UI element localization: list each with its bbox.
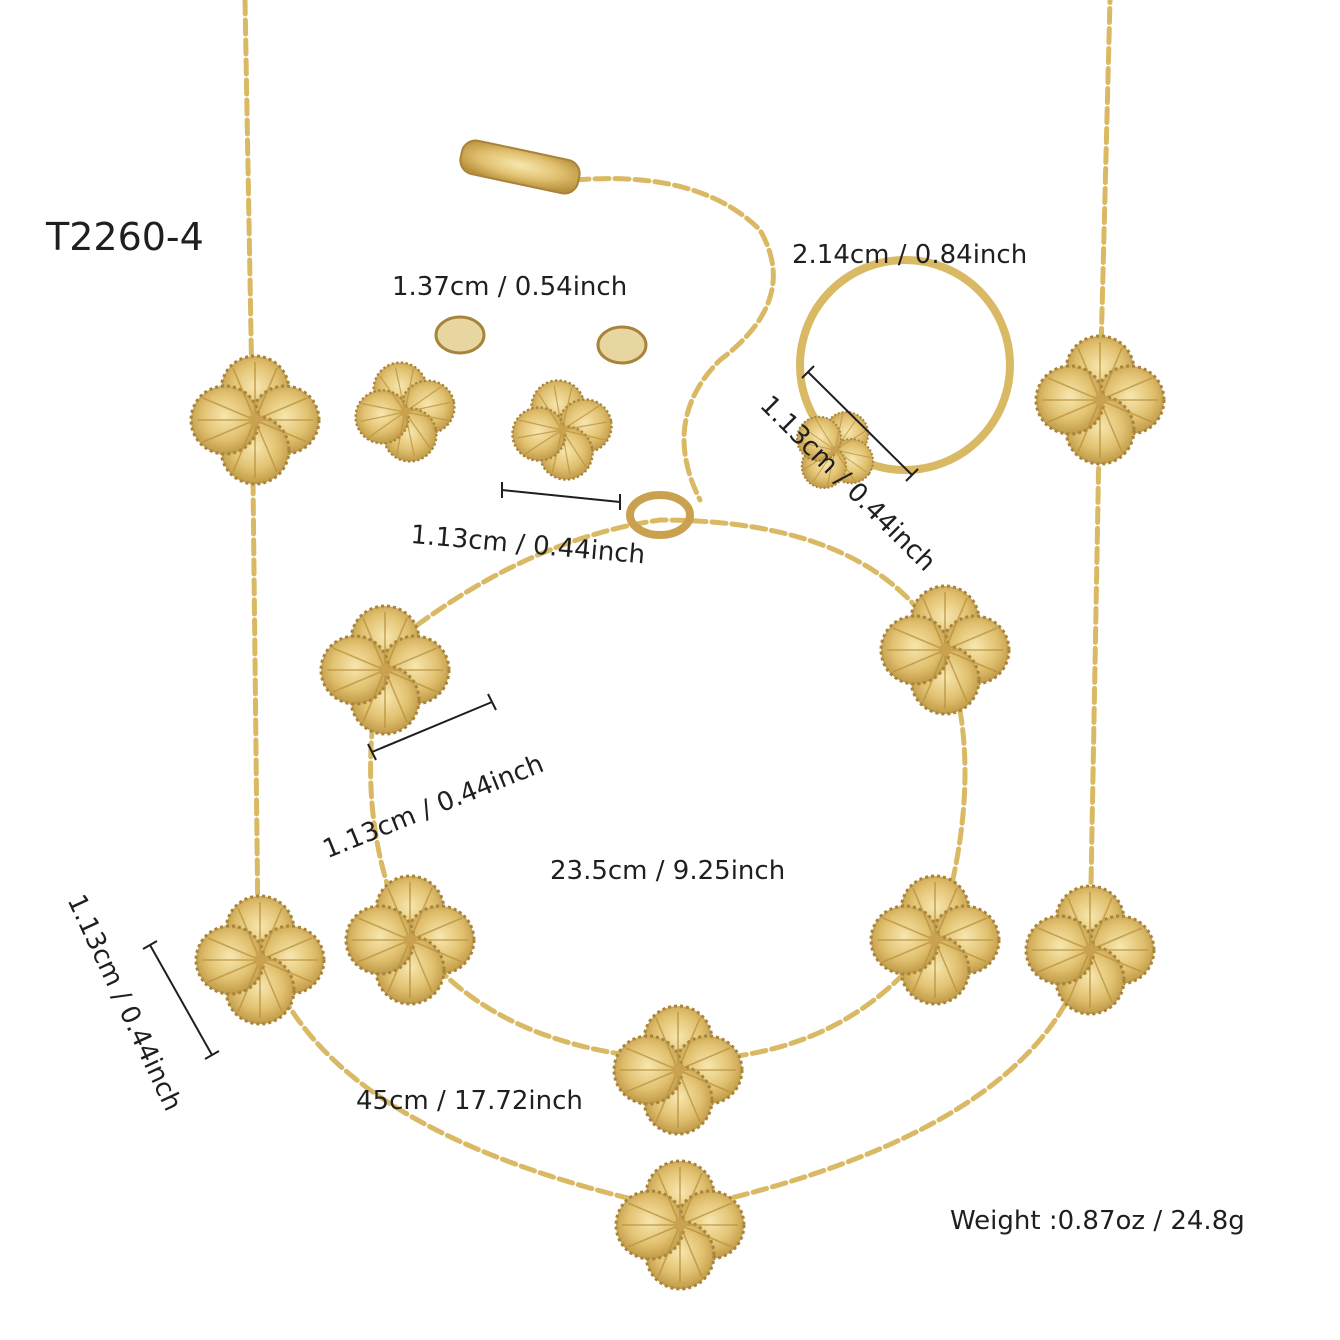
necklace-clover-3 [194, 894, 326, 1026]
necklace-length-label: 45cm / 17.72inch [356, 1086, 583, 1116]
earring-right [502, 370, 622, 490]
earring-left-back [434, 315, 486, 355]
necklace-clover-2 [1034, 334, 1166, 466]
necklace-measure-line [142, 940, 220, 1060]
earring-measure-line [501, 482, 621, 510]
bracelet-clover-2 [879, 584, 1011, 716]
weight-label: Weight :0.87oz / 24.8g [950, 1206, 1245, 1236]
necklace-clover-5 [614, 1159, 746, 1291]
earring-right-back [596, 325, 648, 365]
bracelet-clover-4 [869, 874, 1001, 1006]
bracelet-tag [459, 139, 581, 195]
bracelet-extender [572, 176, 776, 503]
earring-left [344, 351, 466, 473]
bracelet-length-label: 23.5cm / 9.25inch [550, 856, 786, 886]
bracelet-measure-line [367, 693, 497, 761]
bracelet-clover-5 [612, 1004, 744, 1136]
lobster-clasp [626, 491, 694, 539]
necklace-clover-4 [1024, 884, 1156, 1016]
ring-band [796, 256, 1014, 474]
product-code: T2260-4 [46, 215, 204, 259]
necklace-clover-1 [189, 354, 321, 486]
ring-diameter-label: 2.14cm / 0.84inch [792, 240, 1028, 270]
bracelet-clover-1 [319, 604, 451, 736]
earring-width-label: 1.37cm / 0.54inch [392, 272, 628, 302]
ring-measure-line [801, 365, 919, 482]
